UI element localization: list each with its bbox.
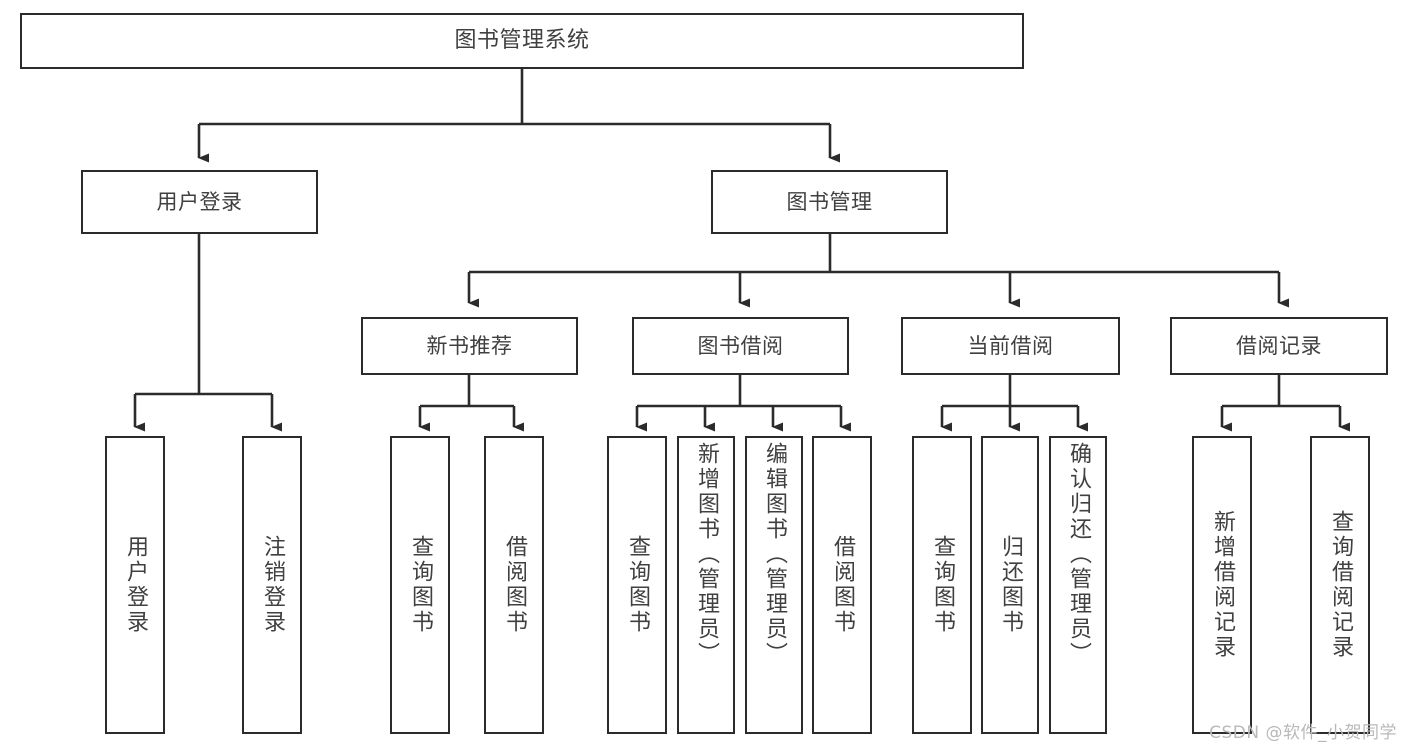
node-label: 确认归还（管理员） [1066, 442, 1091, 667]
node-label: 编辑图书（管理员） [762, 442, 787, 667]
node-leaf-borrow-book[interactable]: 借阅图书 [812, 436, 872, 734]
node-label: 借阅图书 [502, 535, 527, 635]
node-label: 查询图书 [625, 535, 650, 635]
node-book-management[interactable]: 图书管理 [711, 170, 948, 234]
node-label: 注销登录 [260, 535, 285, 635]
node-leaf-add-book-admin[interactable]: 新增图书（管理员） [677, 436, 735, 734]
node-label: 查询图书 [408, 535, 433, 635]
node-leaf-edit-book-admin[interactable]: 编辑图书（管理员） [745, 436, 803, 734]
node-user-login[interactable]: 用户登录 [81, 170, 318, 234]
node-leaf-query-book-recommend[interactable]: 查询图书 [390, 436, 450, 734]
node-leaf-query-borrow-record[interactable]: 查询借阅记录 [1310, 436, 1370, 734]
node-leaf-logout[interactable]: 注销登录 [242, 436, 302, 734]
node-leaf-borrow-book-recommend[interactable]: 借阅图书 [484, 436, 544, 734]
node-label: 图书管理系统 [454, 28, 590, 54]
node-new-book-recommend[interactable]: 新书推荐 [361, 317, 578, 375]
node-label: 图书借阅 [697, 333, 784, 358]
node-label: 查询借阅记录 [1328, 510, 1353, 660]
node-label: 用户登录 [156, 189, 243, 214]
node-label: 用户登录 [123, 535, 148, 635]
node-label: 新书推荐 [426, 333, 513, 358]
node-label: 当前借阅 [967, 333, 1054, 358]
node-book-borrow[interactable]: 图书借阅 [632, 317, 849, 375]
node-current-borrow[interactable]: 当前借阅 [901, 317, 1120, 375]
watermark: CSDN @软件_小贺同学 [1209, 723, 1397, 743]
node-label: 借阅图书 [830, 535, 855, 635]
node-label: 新增借阅记录 [1210, 510, 1235, 660]
node-leaf-add-borrow-record[interactable]: 新增借阅记录 [1192, 436, 1252, 734]
node-leaf-user-login[interactable]: 用户登录 [105, 436, 165, 734]
node-label: 查询图书 [930, 535, 955, 635]
node-leaf-query-book-current[interactable]: 查询图书 [912, 436, 972, 734]
node-root-library-system[interactable]: 图书管理系统 [20, 13, 1024, 69]
node-leaf-query-book-borrow[interactable]: 查询图书 [607, 436, 667, 734]
node-label: 新增图书（管理员） [694, 442, 719, 667]
node-leaf-return-book[interactable]: 归还图书 [981, 436, 1039, 734]
node-leaf-confirm-return-admin[interactable]: 确认归还（管理员） [1049, 436, 1107, 734]
node-label: 借阅记录 [1236, 333, 1322, 358]
node-borrow-record[interactable]: 借阅记录 [1170, 317, 1388, 375]
node-label: 图书管理 [786, 189, 873, 214]
node-label: 归还图书 [998, 535, 1023, 635]
